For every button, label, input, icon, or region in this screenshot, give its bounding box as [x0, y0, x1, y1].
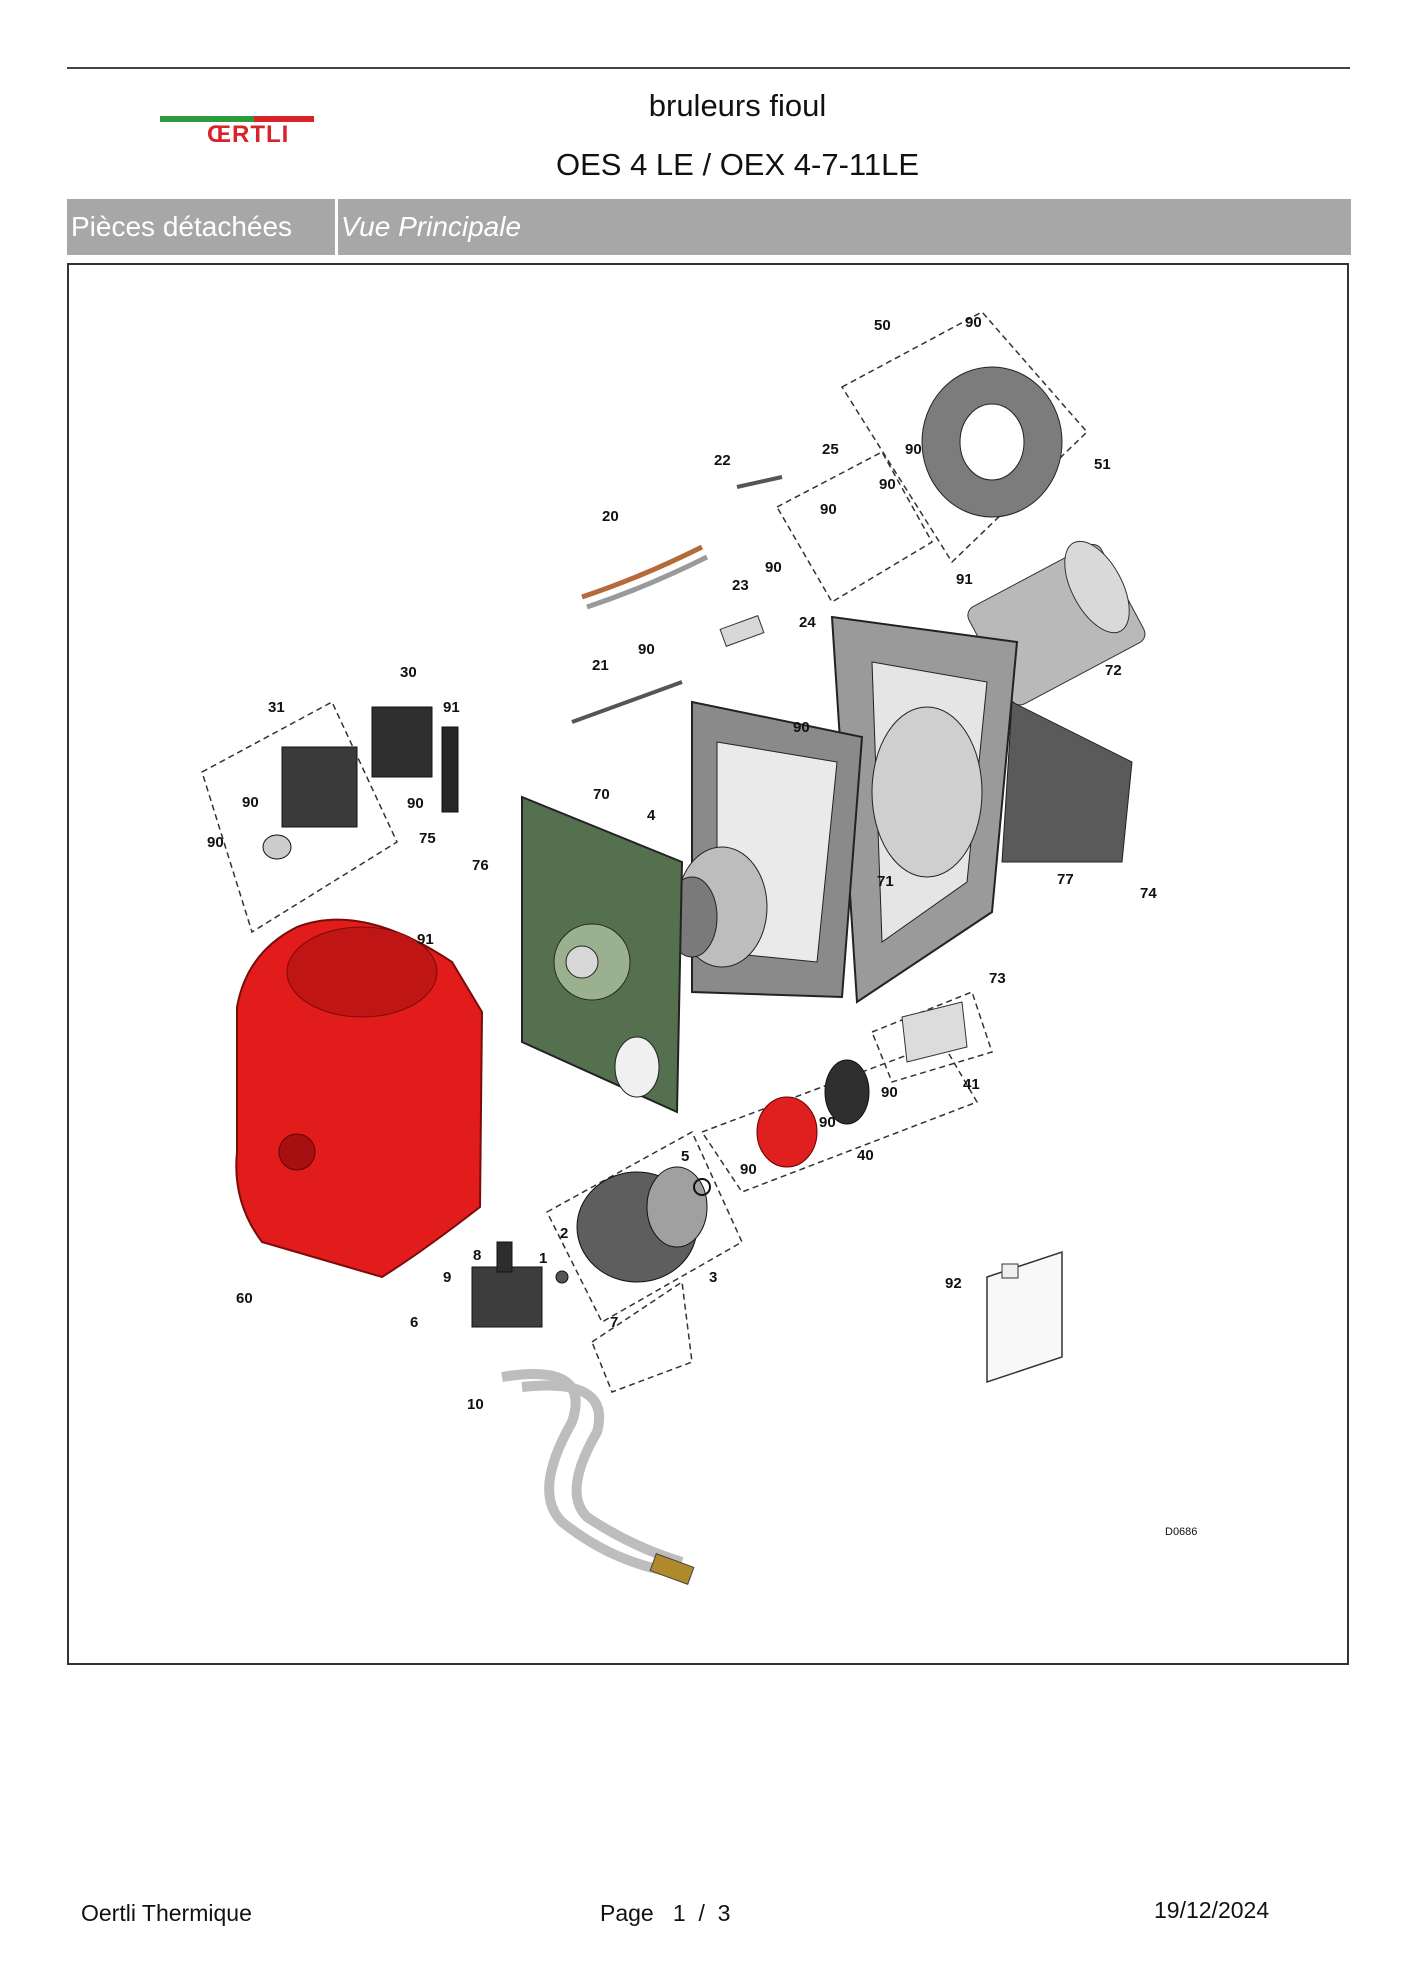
label-91: 91	[956, 571, 973, 588]
label-60: 60	[236, 1290, 253, 1307]
part-labels: 50 90 51 22 25 90 90 90 20 90 23 24 91 7…	[207, 314, 1197, 1538]
outline-51	[840, 311, 1089, 564]
label-90: 90	[638, 641, 655, 658]
label-21: 21	[592, 657, 609, 674]
label-72: 72	[1105, 662, 1122, 679]
label-74: 74	[1140, 885, 1157, 902]
fan-assembly	[756, 1001, 968, 1168]
footer-page-number: Page 1 / 3	[600, 1900, 731, 1926]
label-1: 1	[539, 1250, 547, 1267]
label-31: 31	[268, 699, 285, 716]
label-90: 90	[965, 314, 982, 331]
label-50: 50	[874, 317, 891, 334]
label-25: 25	[822, 441, 839, 458]
band-separator	[335, 199, 338, 255]
motor	[576, 1166, 711, 1283]
oertli-logo: ŒRTLI	[155, 112, 315, 152]
label-41: 41	[963, 1076, 980, 1093]
drawing-reference: D0686	[1165, 1526, 1197, 1538]
label-73: 73	[989, 970, 1006, 987]
label-91: 91	[417, 931, 434, 948]
oil-can	[986, 1250, 1063, 1384]
outline-7	[591, 1280, 693, 1393]
model-title: OES 4 LE / OEX 4-7-11LE	[556, 147, 919, 182]
fuel-hoses	[501, 1369, 684, 1577]
section-label: Pièces détachées	[71, 211, 293, 242]
label-20: 20	[602, 508, 619, 525]
label-10: 10	[467, 1396, 484, 1413]
logo-text: ŒRTLI	[207, 121, 290, 148]
exploded-view-frame: 50 90 51 22 25 90 90 90 20 90 23 24 91 7…	[67, 263, 1349, 1665]
label-22: 22	[714, 452, 731, 469]
red-cover	[235, 918, 484, 1279]
label-91: 91	[443, 699, 460, 716]
main-plate	[521, 795, 684, 1114]
outline-31	[201, 700, 398, 934]
ignition-parts	[571, 475, 783, 724]
label-3: 3	[709, 1269, 717, 1286]
label-24: 24	[799, 614, 816, 631]
section-band	[67, 199, 1351, 255]
label-75: 75	[419, 830, 436, 847]
label-6: 6	[410, 1314, 418, 1331]
label-4: 4	[647, 807, 656, 824]
label-92: 92	[945, 1275, 962, 1292]
hose-fitting	[649, 1553, 695, 1585]
label-90: 90	[242, 794, 259, 811]
flange-plate	[921, 366, 1063, 518]
footer-date: 19/12/2024	[1154, 1897, 1270, 1923]
label-90: 90	[819, 1114, 836, 1131]
outline-3	[546, 1130, 743, 1324]
label-51: 51	[1094, 456, 1111, 473]
label-5: 5	[681, 1148, 689, 1165]
label-2: 2	[560, 1225, 568, 1242]
label-71: 71	[877, 873, 894, 890]
label-90: 90	[905, 441, 922, 458]
label-9: 9	[443, 1269, 451, 1286]
control-box	[262, 706, 459, 860]
label-90: 90	[879, 476, 896, 493]
label-90: 90	[881, 1084, 898, 1101]
air-box	[1001, 701, 1133, 863]
label-77: 77	[1057, 871, 1074, 888]
label-76: 76	[472, 857, 489, 874]
document-title: bruleurs fioul	[648, 88, 827, 123]
label-23: 23	[732, 577, 749, 594]
label-90: 90	[407, 795, 424, 812]
logo-red-stripe	[254, 116, 314, 122]
label-30: 30	[400, 664, 417, 681]
label-90: 90	[740, 1161, 757, 1178]
exploded-view-diagram: 50 90 51 22 25 90 90 90 20 90 23 24 91 7…	[201, 311, 1197, 1585]
rear-housing	[830, 615, 1019, 1004]
outline-25	[775, 450, 934, 604]
label-8: 8	[473, 1247, 481, 1264]
label-90: 90	[207, 834, 224, 851]
outline-41	[871, 991, 993, 1083]
oil-pump	[471, 1241, 569, 1328]
label-90: 90	[820, 501, 837, 518]
label-40: 40	[857, 1147, 874, 1164]
top-rule	[67, 67, 1350, 69]
label-7: 7	[610, 1314, 618, 1331]
view-label: Vue Principale	[341, 211, 522, 242]
label-70: 70	[593, 786, 610, 803]
footer-company: Oertli Thermique	[81, 1900, 252, 1926]
logo-green-stripe	[160, 116, 254, 122]
label-90: 90	[793, 719, 810, 736]
label-90: 90	[765, 559, 782, 576]
